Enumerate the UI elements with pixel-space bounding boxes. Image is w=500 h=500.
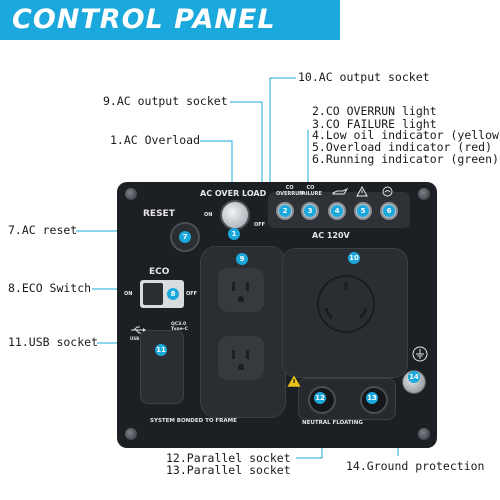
marker-10: 10	[348, 252, 360, 264]
screw-bottom-right	[418, 428, 430, 440]
eco-on-label: ON	[124, 291, 133, 297]
marker-12: 12	[314, 392, 326, 404]
ac-reset-button[interactable]	[170, 222, 200, 252]
control-panel-banner: CONTROL PANEL	[0, 0, 340, 40]
marker-8: 8	[167, 288, 179, 300]
marker-9: 9	[236, 253, 248, 265]
callout-8: 8.ECO Switch	[8, 281, 92, 295]
callout-14: 14.Ground protection	[346, 459, 485, 473]
eco-switch-rocker	[143, 283, 163, 305]
warning-triangle-icon	[356, 186, 368, 197]
callout-4: 4.Low oil indicator (yellow)	[312, 128, 500, 142]
marker-7: 7	[179, 231, 191, 243]
reset-label: RESET	[143, 209, 175, 219]
neutral-floating-label: NEUTRAL FLOATING	[302, 420, 363, 426]
marker-14: 14	[408, 371, 420, 383]
warning-label-icon	[286, 374, 302, 388]
eco-label: ECO	[149, 267, 170, 277]
banner-title: CONTROL PANEL	[12, 4, 276, 35]
callout-13: 13.Parallel socket	[166, 463, 291, 477]
screw-top-left	[125, 188, 137, 200]
callout-9: 9.AC output socket	[103, 94, 228, 108]
marker-5: 5	[357, 205, 369, 217]
screw-bottom-left	[125, 428, 137, 440]
callout-10: 10.AC output socket	[298, 70, 430, 84]
callout-11: 11.USB socket	[8, 335, 99, 349]
outlet-bottom	[218, 336, 264, 380]
callout-5: 5.Overload indicator (red)	[312, 140, 493, 154]
oil-can-icon	[332, 187, 348, 195]
marker-4: 4	[331, 205, 343, 217]
marker-11: 11	[155, 344, 167, 356]
co-failure-label: CO FAILURE	[299, 185, 322, 197]
twist-lock-outlet	[317, 275, 375, 333]
callout-2: 2.CO OVERRUN light	[312, 104, 437, 118]
usb-socket-cover[interactable]	[140, 330, 184, 404]
eco-switch[interactable]	[140, 280, 184, 308]
callout-3: 3.CO FAILURE light	[312, 117, 437, 131]
usb-label: USB	[130, 336, 140, 341]
callout-12: 12.Parallel socket	[166, 451, 291, 465]
outlet-top	[218, 268, 264, 312]
marker-13: 13	[366, 392, 378, 404]
running-icon	[382, 186, 393, 197]
screw-top-right	[418, 188, 430, 200]
co-overrun-label: CO OVERRUN	[276, 185, 304, 197]
callout-1: 1.AC Overload	[110, 133, 201, 147]
marker-6: 6	[383, 205, 395, 217]
callout-7: 7.AC reset	[8, 223, 78, 237]
system-bonded-label: SYSTEM BONDED TO FRAME	[150, 418, 237, 424]
marker-1: 1	[228, 228, 240, 240]
overload-on-label: ON	[204, 212, 213, 218]
ac-120v-label: AC 120V	[312, 231, 350, 240]
overload-off-label: OFF	[254, 222, 266, 228]
marker-2: 2	[279, 205, 291, 217]
leader-1	[200, 140, 233, 202]
ground-symbol-icon	[412, 346, 428, 362]
ac-output-socket-cover-10[interactable]	[282, 248, 408, 378]
eco-off-label: OFF	[186, 291, 198, 297]
ac-overload-button[interactable]	[220, 200, 250, 230]
callout-6: 6.Running indicator (green)	[312, 152, 499, 166]
marker-3: 3	[304, 205, 316, 217]
qc-label: QC3.0 Type-C	[171, 322, 188, 332]
ac-overload-label: AC OVER LOAD	[200, 189, 267, 198]
